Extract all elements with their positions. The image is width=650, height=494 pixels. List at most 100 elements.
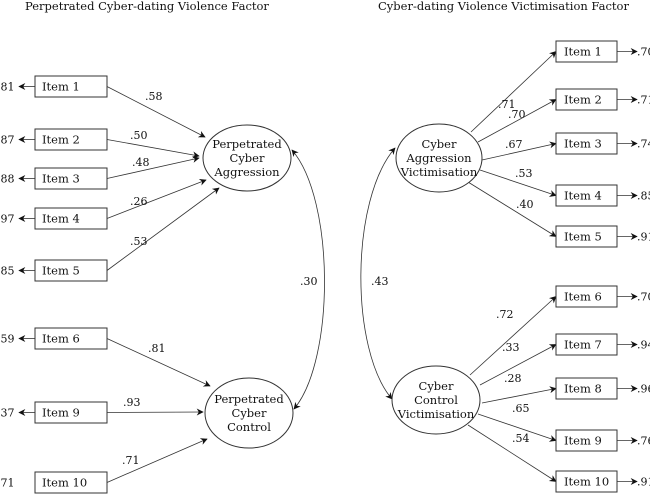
left-item-box	[34, 401, 108, 424]
left-loading-label: .50	[130, 129, 148, 142]
right-loading-label: .72	[496, 308, 514, 321]
right-loading-arrow	[467, 424, 557, 482]
factor-pca-label: Perpetrated	[212, 137, 282, 151]
left-item-box	[34, 471, 108, 494]
right-item-box	[555, 88, 618, 111]
left-item-box	[34, 75, 108, 98]
left-error-label: .71	[0, 477, 15, 490]
right-loading-arrow	[481, 386, 557, 404]
right-item-box	[555, 470, 618, 493]
factor-pca	[202, 124, 292, 192]
right-item-label: Item 4	[564, 189, 602, 203]
right-item-label: Item 1	[564, 45, 602, 59]
left-item-box	[34, 327, 108, 350]
factor-pcc-label: Cyber	[232, 406, 267, 420]
right-loading-arrow	[479, 344, 557, 386]
right-error-label: .96	[637, 383, 650, 396]
left-item-label: Item 9	[42, 406, 80, 420]
factor-pcc	[204, 377, 294, 449]
left-loading-arrow	[106, 86, 206, 138]
right-error-label: .70	[637, 291, 650, 304]
right-loading-label: .71	[498, 98, 516, 111]
right-loading-arrow	[470, 51, 557, 133]
right-item-box	[555, 429, 618, 452]
factor-cav-label: Aggression	[405, 151, 472, 165]
right-item-box	[555, 333, 618, 356]
left-error-label: .37	[0, 407, 15, 420]
right-error-label: .85	[637, 190, 650, 203]
right-item-label: Item 8	[564, 382, 602, 396]
left-item-label: Item 4	[42, 212, 80, 226]
factor-pca-label: Aggression	[213, 165, 280, 179]
right-title: Cyber-dating Violence Victimisation Fact…	[378, 0, 629, 13]
right-loading-arrow	[469, 296, 557, 376]
right-loading-label: .54	[512, 432, 530, 445]
left-loading-arrow	[106, 187, 220, 271]
left-error-label: .81	[0, 81, 15, 94]
right-error-label: .76	[637, 435, 650, 448]
left-error-label: .87	[0, 134, 15, 147]
right-loading-arrow	[479, 169, 557, 197]
left-item-box	[34, 207, 108, 230]
right-item-label: Item 7	[564, 338, 602, 352]
correlation-label-victimisation: .43	[371, 275, 389, 288]
left-item-label: Item 5	[42, 264, 80, 278]
left-loading-arrow	[106, 438, 208, 483]
left-error-label: .85	[0, 265, 15, 278]
left-loading-arrow	[106, 408, 204, 416]
right-loading-label: .65	[512, 402, 530, 415]
right-loading-label: .53	[515, 167, 533, 180]
right-item-label: Item 2	[564, 93, 602, 107]
right-item-label: Item 6	[564, 290, 602, 304]
factor-pcc-label: Control	[227, 420, 271, 434]
left-item-label: Item 2	[42, 133, 80, 147]
right-loading-arrow	[477, 413, 557, 442]
right-item-box	[555, 132, 618, 155]
left-item-label: Item 3	[42, 172, 80, 186]
right-item-label: Item 9	[564, 434, 602, 448]
factor-ccv-label: Victimisation	[397, 407, 475, 421]
factor-cav	[395, 123, 483, 193]
right-error-label: .91	[637, 231, 650, 244]
right-item-box	[555, 377, 618, 400]
correlation-arc-perpetrated	[291, 149, 325, 410]
right-loading-label: .40	[516, 198, 534, 211]
right-error-label: .74	[637, 138, 650, 151]
left-loading-arrow	[106, 338, 211, 387]
factor-ccv-label: Control	[414, 393, 458, 407]
right-loading-label: .67	[505, 138, 523, 151]
right-item-label: Item 10	[564, 475, 609, 489]
left-item-label: Item 6	[42, 332, 80, 346]
right-loading-label: .70	[508, 108, 526, 121]
left-loading-label: .58	[145, 90, 163, 103]
right-item-label: Item 5	[564, 230, 602, 244]
right-loading-label: .28	[504, 372, 522, 385]
correlation-arc-victimisation	[360, 147, 396, 400]
right-loading-arrow	[467, 181, 557, 237]
left-loading-arrow	[106, 139, 200, 159]
right-item-box	[555, 225, 618, 248]
right-error-label: .70	[637, 46, 650, 59]
left-error-label: .59	[0, 333, 15, 346]
right-error-label: .71	[637, 94, 650, 107]
left-loading-label: .26	[130, 195, 148, 208]
left-loading-label: .93	[123, 396, 141, 409]
right-error-label: .94	[637, 339, 650, 352]
right-item-box	[555, 40, 618, 63]
factor-pcc-label: Perpetrated	[214, 392, 284, 406]
left-error-label: .97	[0, 213, 15, 226]
correlation-label-perpetrated: .30	[300, 275, 318, 288]
factor-ccv	[391, 365, 481, 435]
left-item-label: Item 10	[42, 476, 87, 490]
left-item-label: Item 1	[42, 80, 80, 94]
left-loading-arrow	[106, 155, 200, 179]
left-item-box	[34, 259, 108, 282]
left-loading-arrow	[106, 179, 207, 219]
left-item-box	[34, 167, 108, 190]
left-loading-label: .71	[122, 454, 140, 467]
factor-ccv-label: Cyber	[419, 379, 454, 393]
left-item-box	[34, 128, 108, 151]
right-loading-label: .33	[502, 341, 520, 354]
right-error-label: .91	[637, 476, 650, 489]
